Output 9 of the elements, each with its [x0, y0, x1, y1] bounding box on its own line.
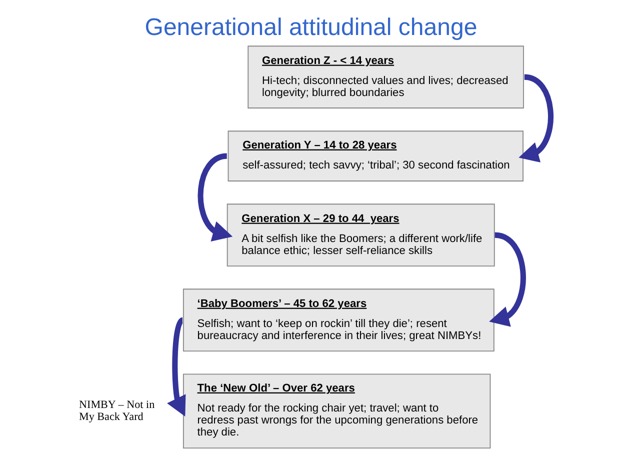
node-box: ‘Baby Boomers’ – 45 to 62 years Selfish; want to ‘keep on rockin’ till they die’; resent bureaucracy and interference in their lives; great NIMBYs! — [182, 288, 494, 352]
node-box: Generation X – 29 to 44 years A bit selfish like the Boomers; a different work/life balance ethic; lesser self-reliance skills — [226, 204, 494, 266]
arrow — [488, 232, 526, 327]
diagram-title: Generational attitudinal change — [144, 14, 477, 41]
node-box: The ‘New Old’ – Over 62 years Not ready for the rocking chair yet; travel; want to redress past wrongs for the upcoming generations before they die. — [182, 374, 490, 449]
node-box: Generation Y – 14 to 28 years self-assured; tech savvy; ‘tribal’; 30 second fascination — [227, 130, 523, 182]
label: NIMBY – Not in My Back Yard — [78, 398, 154, 423]
node-box: Generation Z - < 14 years Hi-tech; disconnected values and lives; decreased longevity; blurred boundaries — [247, 46, 524, 108]
arrow — [166, 318, 186, 416]
